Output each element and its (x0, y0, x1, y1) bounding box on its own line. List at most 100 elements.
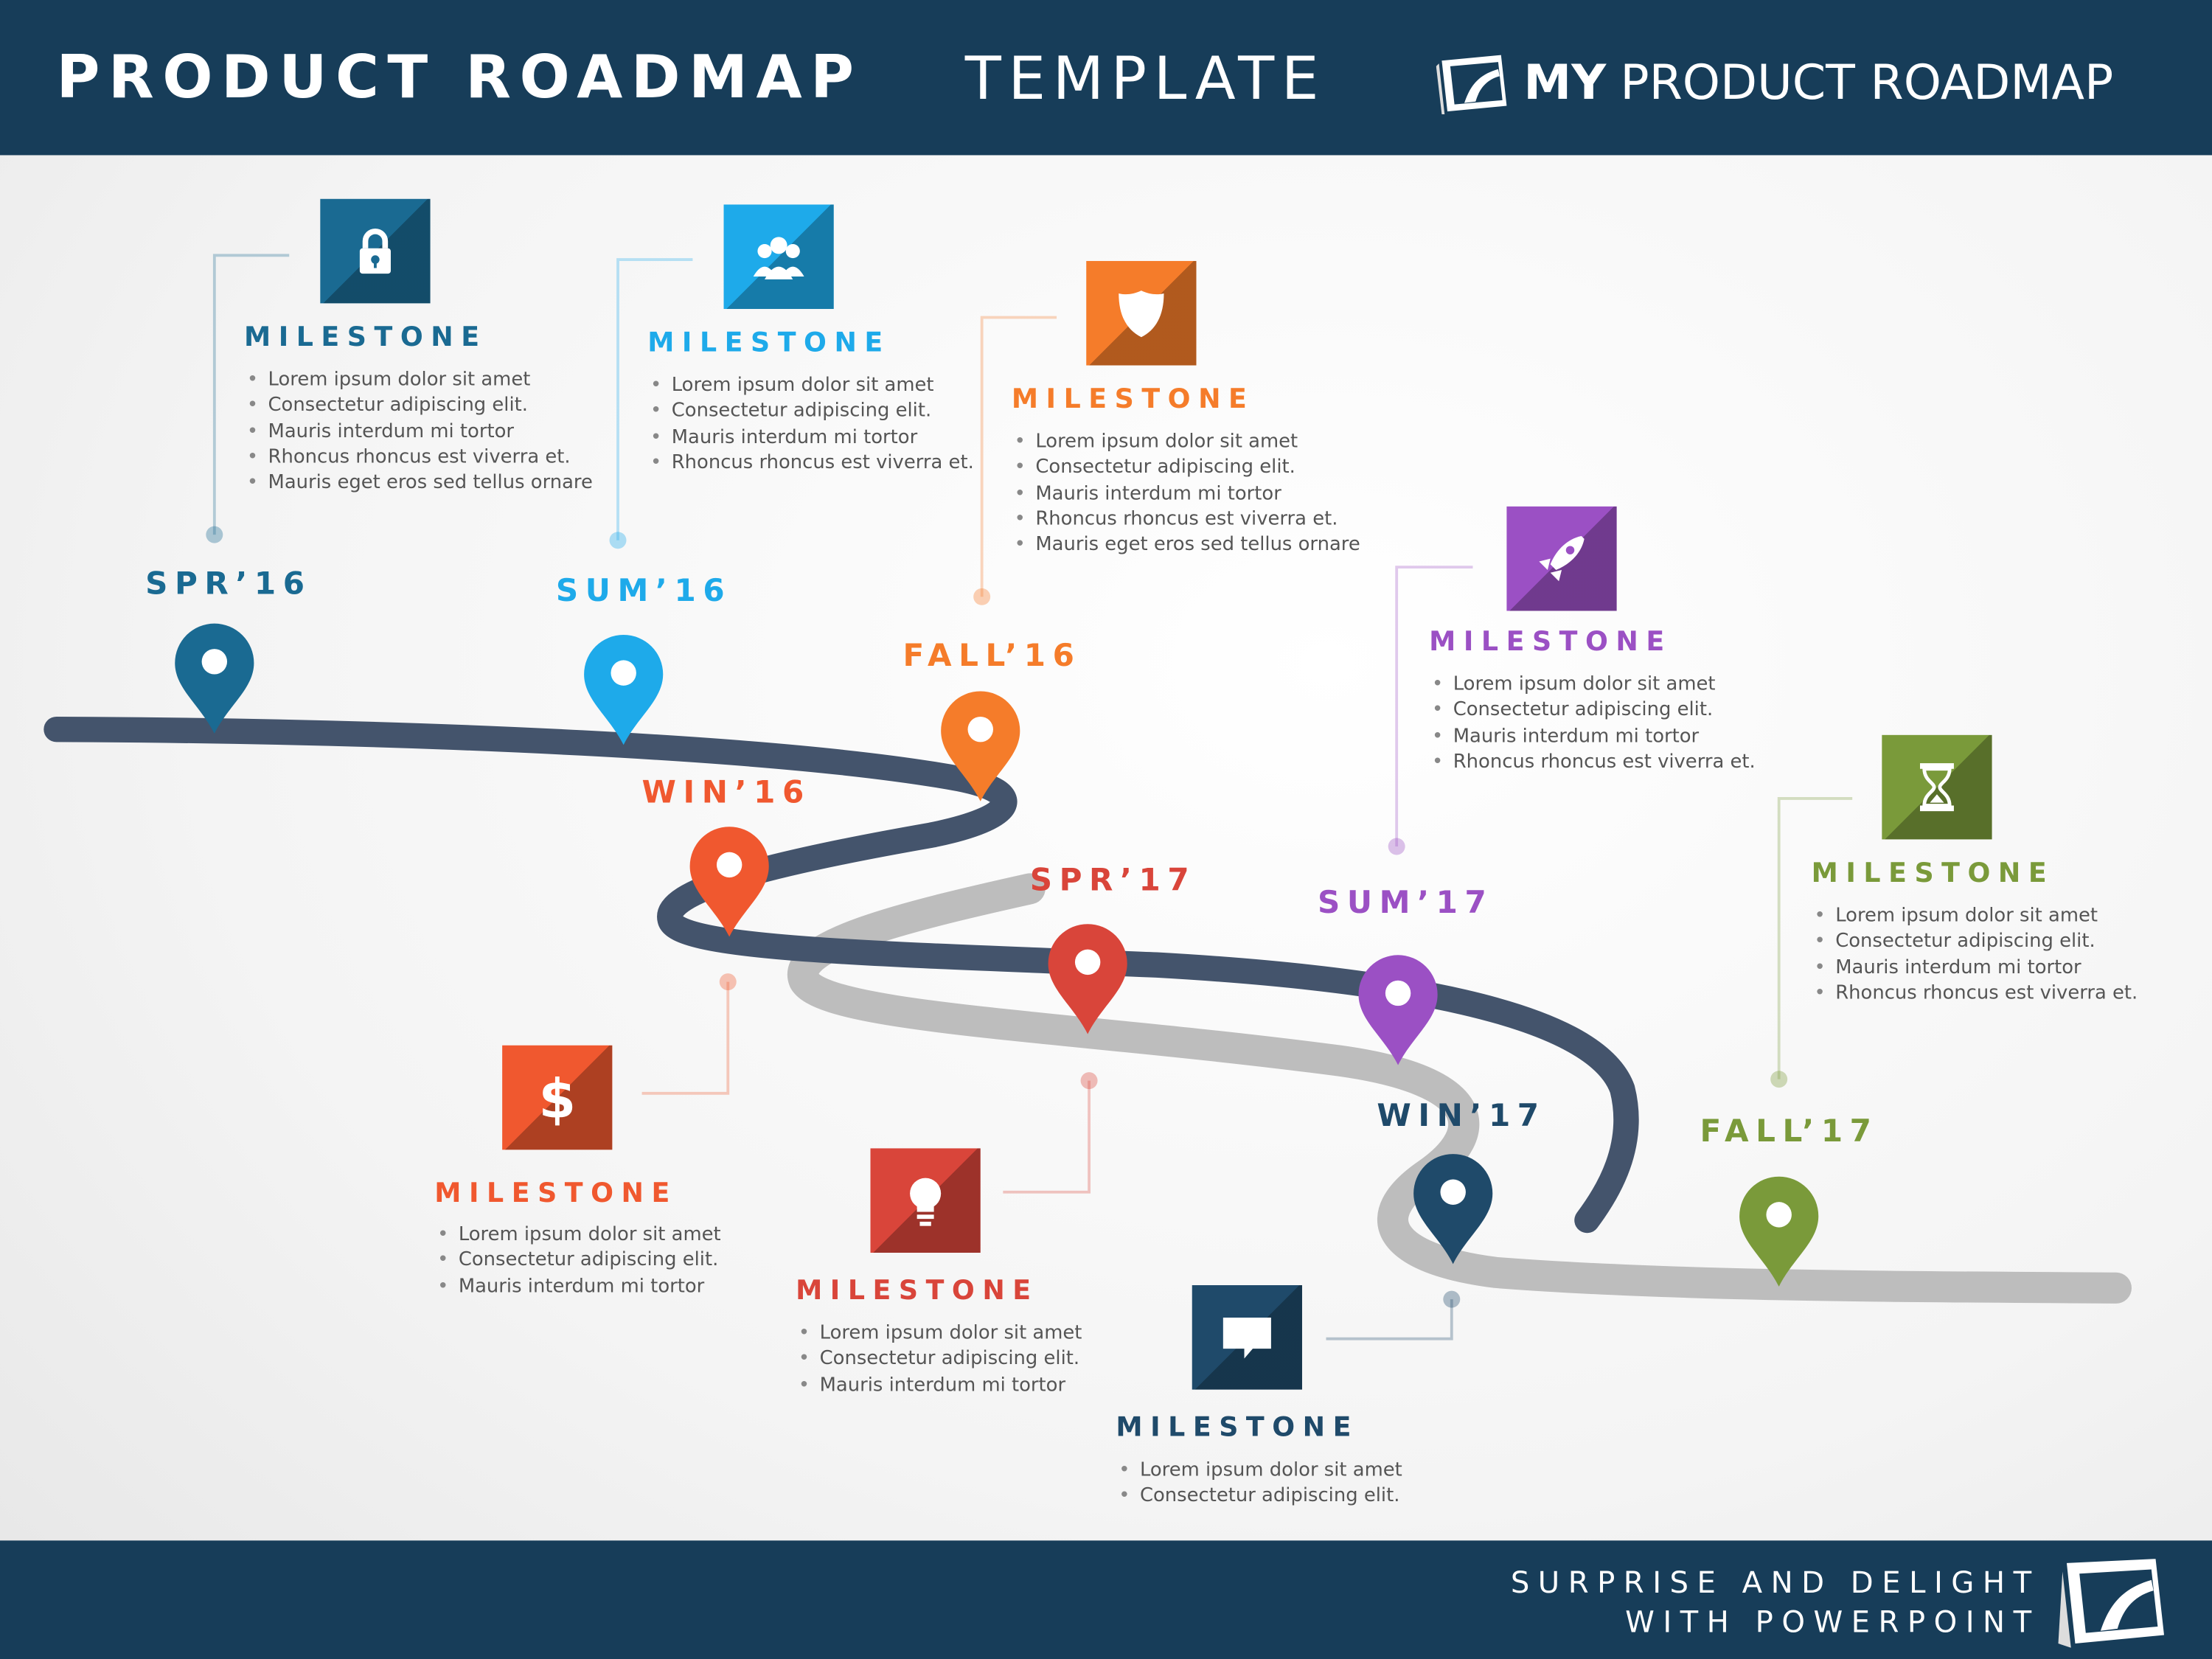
bullet-item: Rhoncus rhoncus est viverra et. (247, 444, 593, 470)
connector-dot (206, 526, 223, 543)
icon-tile (1506, 506, 1617, 611)
bullet-item: Mauris interdum mi tortor (437, 1273, 721, 1299)
bullet-item: Consectetur adipiscing elit. (1432, 698, 1756, 723)
milestone-title: MILESTONE (1116, 1412, 1359, 1444)
connector-line (1003, 1080, 1091, 1194)
bullet-item: Lorem ipsum dolor sit amet (1432, 672, 1756, 698)
connector-line (1326, 1299, 1453, 1340)
connector-line (616, 258, 693, 540)
svg-text:$: $ (538, 1069, 576, 1126)
bullet-item: Lorem ipsum dolor sit amet (650, 372, 974, 398)
connector-dot (1443, 1290, 1461, 1308)
bullet-item: Mauris interdum mi tortor (1432, 723, 1756, 749)
milestone-bullets: Lorem ipsum dolor sit ametConsectetur ad… (1015, 429, 1360, 558)
hourglass-icon (1920, 763, 1954, 812)
milestone-bullets: Lorem ipsum dolor sit ametConsectetur ad… (650, 372, 974, 476)
map-pin-icon (584, 634, 664, 745)
bullet-item: Consectetur adipiscing elit. (247, 392, 593, 418)
icon-tile (723, 204, 834, 310)
bullet-item: Consectetur adipiscing elit. (799, 1346, 1082, 1372)
connector-dot (719, 973, 737, 991)
footer-line-2: WITH POWERPOINT (1625, 1605, 2040, 1640)
milestone-title: MILESTONE (1811, 858, 2055, 889)
season-label: SUM’17 (1318, 886, 1494, 922)
connector-dot (1770, 1071, 1788, 1088)
milestone-bullets: Lorem ipsum dolor sit ametConsectetur ad… (1119, 1457, 1402, 1509)
milestone-title: MILESTONE (1011, 383, 1255, 415)
bullet-item: Consectetur adipiscing elit. (650, 398, 974, 424)
icon-tile (870, 1148, 981, 1253)
bullet-item: Mauris interdum mi tortor (1015, 481, 1360, 507)
milestone-title: MILESTONE (647, 327, 891, 358)
bullet-item: Rhoncus rhoncus est viverra et. (1015, 507, 1360, 532)
lightbulb-icon (910, 1178, 942, 1226)
bullet-item: Mauris eget eros sed tellus ornare (247, 470, 593, 495)
map-pin-icon (175, 623, 254, 734)
dark-road (44, 716, 1639, 1234)
shield-icon (1119, 291, 1164, 338)
footer-bar: SURPRISE AND DELIGHT WITH POWERPOINT (0, 1540, 2212, 1659)
milestone-bullets: Lorem ipsum dolor sit ametConsectetur ad… (799, 1321, 1082, 1398)
milestone-title: MILESTONE (434, 1178, 678, 1209)
header-bar: PRODUCT ROADMAP TEMPLATE MY PRODUCT ROAD… (0, 0, 2212, 156)
brand-rest: PRODUCT ROADMAP (1620, 55, 2114, 112)
chat-bubble-icon (1222, 1318, 1271, 1359)
dollar-icon: $ (538, 1069, 576, 1126)
milestone-bullets: Lorem ipsum dolor sit ametConsectetur ad… (1815, 903, 2138, 1006)
connector-line (980, 316, 1057, 597)
milestone-bullets: Lorem ipsum dolor sit ametConsectetur ad… (247, 366, 593, 495)
season-label: WIN’17 (1377, 1099, 1546, 1135)
milestone-title: MILESTONE (244, 321, 487, 353)
milestone-title: MILESTONE (796, 1275, 1039, 1307)
bullet-item: Mauris interdum mi tortor (650, 424, 974, 450)
map-pin-icon (941, 691, 1020, 801)
bullet-item: Consectetur adipiscing elit. (1015, 455, 1360, 481)
connector-dot (1388, 838, 1405, 855)
bullet-item: Lorem ipsum dolor sit amet (1119, 1457, 1402, 1483)
bullet-item: Mauris interdum mi tortor (799, 1372, 1082, 1398)
connector-line (641, 981, 730, 1095)
connector-line (1395, 566, 1473, 846)
bullet-item: Lorem ipsum dolor sit amet (1815, 903, 2138, 929)
icon-tile (1192, 1285, 1302, 1390)
icon-tile (1882, 734, 1992, 840)
bullet-item: Consectetur adipiscing elit. (1119, 1483, 1402, 1509)
icon-tile (320, 198, 431, 304)
gray-road (787, 873, 2132, 1304)
icon-tile: $ (502, 1045, 613, 1150)
bullet-item: Lorem ipsum dolor sit amet (799, 1321, 1082, 1346)
bullet-item: Mauris interdum mi tortor (247, 418, 593, 444)
connector-dot (1080, 1072, 1098, 1090)
map-pin-icon (1358, 955, 1438, 1065)
map-pin-icon (689, 827, 769, 937)
bullet-item: Rhoncus rhoncus est viverra et. (1432, 749, 1756, 775)
season-label: FALL’16 (902, 639, 1082, 675)
road-sign-logo-icon (1436, 55, 1507, 114)
season-label: SUM’16 (555, 574, 732, 610)
lock-icon (359, 228, 391, 274)
map-pin-icon (1739, 1176, 1819, 1287)
footer-line-1: SURPRISE AND DELIGHT (1510, 1565, 2040, 1600)
bullet-item: Lorem ipsum dolor sit amet (247, 366, 593, 392)
season-label: SPR’16 (145, 567, 312, 602)
season-label: FALL’17 (1700, 1114, 1879, 1150)
connector-dot (973, 588, 991, 605)
milestone-title: MILESTONE (1429, 626, 1672, 658)
bullet-item: Consectetur adipiscing elit. (1815, 929, 2138, 955)
bullet-item: Consectetur adipiscing elit. (437, 1248, 721, 1273)
map-pin-icon (1048, 924, 1127, 1034)
bullet-item: Mauris interdum mi tortor (1815, 955, 2138, 981)
icon-tile (1086, 260, 1197, 366)
connector-line (212, 254, 290, 535)
connector-line (1777, 797, 1853, 1079)
bullet-item: Rhoncus rhoncus est viverra et. (1815, 981, 2138, 1006)
people-icon (753, 237, 804, 279)
bullet-item: Lorem ipsum dolor sit amet (1015, 429, 1360, 455)
brand-logo: MY PRODUCT ROADMAP (1436, 51, 2114, 116)
bullet-item: Mauris eget eros sed tellus ornare (1015, 532, 1360, 558)
brand-bold: MY (1523, 55, 1607, 112)
